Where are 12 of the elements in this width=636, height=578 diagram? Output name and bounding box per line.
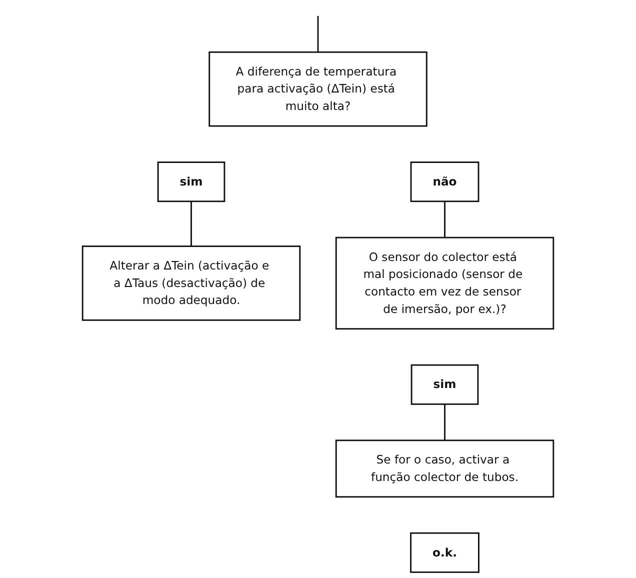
node-box: Alterar a ΔTein (activação e a ΔTaus (desactivação) de modo adequado.	[82, 246, 301, 321]
node-box: o.k.	[410, 532, 480, 573]
node-box: não	[410, 162, 480, 202]
node-box: sim	[410, 364, 479, 405]
connector	[317, 15, 319, 52]
connector	[444, 403, 446, 440]
node-box: sim	[157, 162, 226, 202]
node-box: Se for o caso, activar a função colector de tubos.	[335, 440, 554, 498]
node-box: A diferença de temperatura para activação (ΔTein) está muito alta?	[208, 51, 428, 127]
connector	[190, 200, 192, 246]
node-box: O sensor do colector está mal posicionado (sensor de contacto em vez de sensor de imersão, por ex.)?	[335, 236, 554, 330]
connector	[444, 200, 446, 238]
